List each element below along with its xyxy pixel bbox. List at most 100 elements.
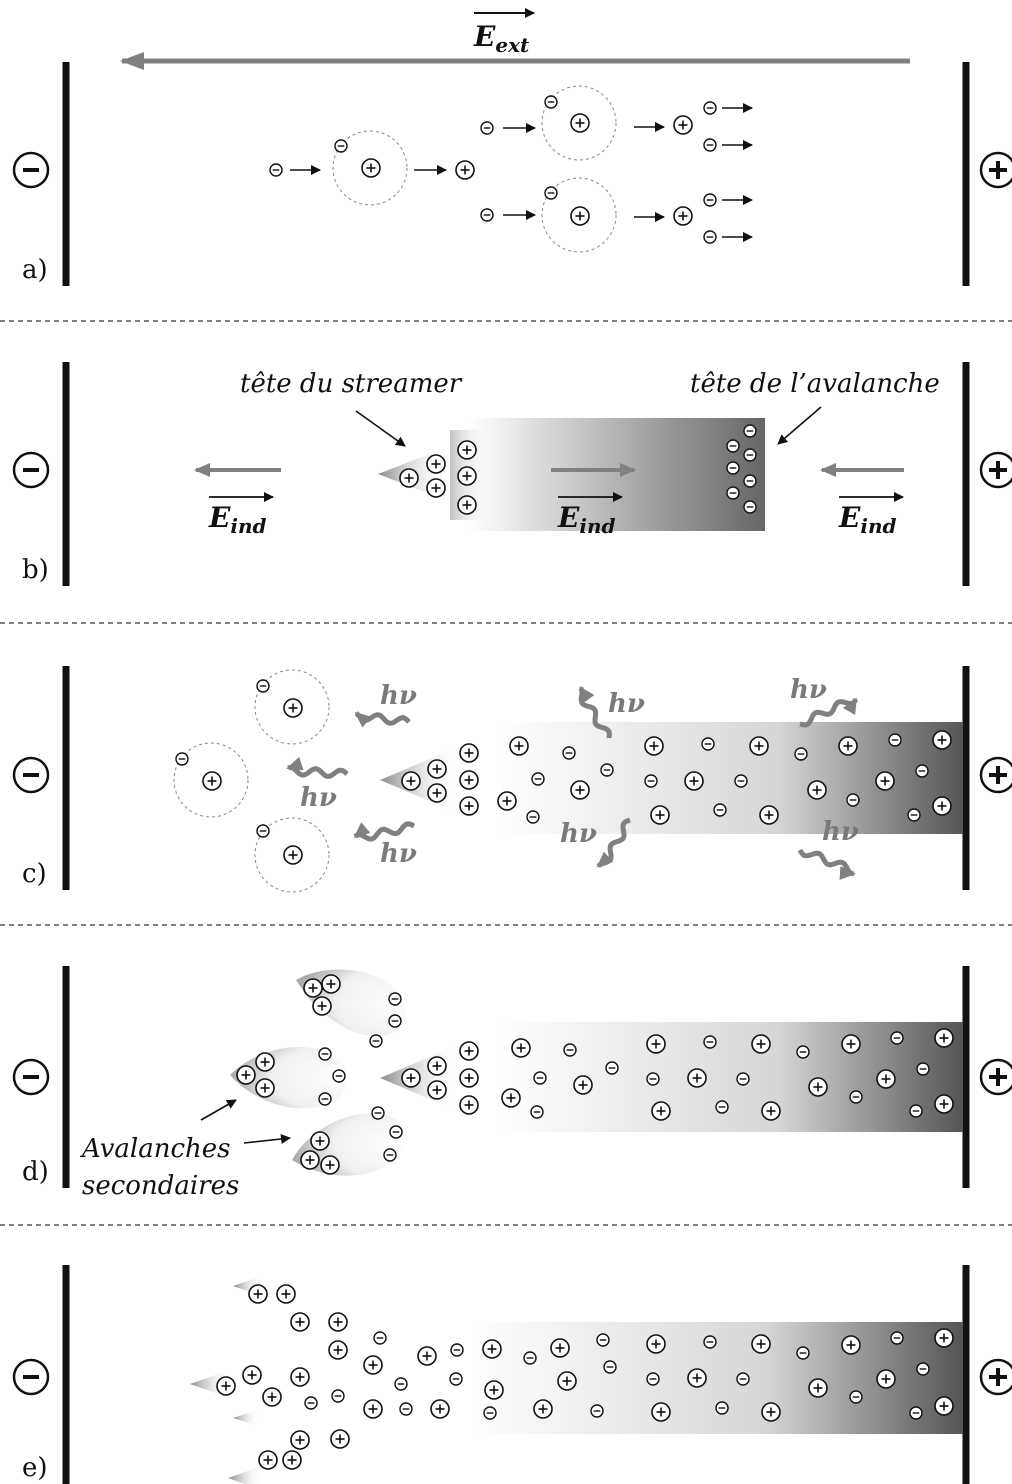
electron [849,1390,863,1404]
positive-ion [759,805,779,825]
positive-ion [459,1095,479,1115]
atom-orbit [254,669,330,745]
photon-label: hν [380,681,417,711]
positive-ion [557,1371,577,1391]
cathode-sign [12,1358,50,1396]
positive-ion [651,1402,671,1422]
electron [734,774,748,788]
positive-ion [401,1068,421,1088]
positive-ion [363,1355,383,1375]
electron [596,1333,610,1347]
positive-ion [751,1034,771,1054]
positive-ion [417,1346,437,1366]
positive-ion [570,206,590,226]
separators [0,320,1012,1226]
positive-ion [650,805,670,825]
electron [480,121,494,135]
photon-label: hν [790,675,827,705]
positive-ion [300,1150,320,1170]
electron [743,474,757,488]
electron [703,230,717,244]
positive-ion [509,736,529,756]
electron [916,1362,930,1376]
positive-ion [427,1056,447,1076]
atom-orbit [173,742,249,818]
positive-ion [761,1101,781,1121]
electron [726,461,740,475]
positive-ion [399,468,419,488]
electron [703,101,717,115]
electron [916,1062,930,1076]
photon-label: hν [300,783,337,813]
positive-ion [427,1080,447,1100]
induced-field-label: Eind [838,501,896,538]
positive-ion [459,796,479,816]
positive-ion [501,1088,521,1108]
positive-ion [934,1396,954,1416]
positive-ion [328,1340,348,1360]
positive-ion [282,1450,302,1470]
electron [743,500,757,514]
positive-ion [684,771,704,791]
positive-ion [687,1368,707,1388]
positive-ion [673,115,693,135]
electron [388,992,402,1006]
positive-ion [290,1430,310,1450]
cathode-sign [12,756,50,794]
positive-ion [550,1338,570,1358]
photon-label: hν [560,819,597,849]
positive-ion [808,1077,828,1097]
electron [332,1069,346,1083]
positive-ion [459,743,479,763]
electron [890,1031,904,1045]
positive-ion [841,1034,861,1054]
positive-ion [457,466,477,486]
electron [371,1106,385,1120]
atom-orbit [332,130,408,206]
electron [890,1331,904,1345]
electron [304,1396,318,1410]
positive-ion [430,1399,450,1419]
positive-ion [276,1284,296,1304]
electron [600,763,614,777]
electron [269,163,283,177]
electron [590,1404,604,1418]
motion-arrow [243,1134,291,1144]
positive-ion [290,1367,310,1387]
atom-orbit [541,85,617,161]
photon-arrow [799,697,859,728]
positive-ion [262,1387,282,1407]
positive-ion [457,440,477,460]
cathode-sign [12,1058,50,1096]
positive-ion [644,736,664,756]
atom-orbit [541,177,617,253]
electron [526,810,540,824]
positive-ion [497,791,517,811]
electron [907,808,921,822]
electron [796,1045,810,1059]
positive-ion [876,1069,896,1089]
electron [544,95,558,109]
electron [256,679,270,693]
electron [544,186,558,200]
anode-sign [979,451,1012,489]
panel-label: d) [22,1157,49,1187]
cathode-sign [12,451,50,489]
electron [563,1043,577,1057]
panel-label: a) [22,255,48,285]
induced-field-label: Eind [208,501,266,538]
electron [915,764,929,778]
positive-ion [511,1038,531,1058]
positive-ion [236,1065,256,1085]
positive-ion [363,1399,383,1419]
electron [701,737,715,751]
electron [909,1104,923,1118]
electron [736,1372,750,1386]
positive-ion [841,1335,861,1355]
electron [256,824,270,838]
secondary-avalanches-label: Avalanches [80,1134,231,1164]
positive-ion [749,736,769,756]
electron [318,1092,332,1106]
positive-ion [457,495,477,515]
